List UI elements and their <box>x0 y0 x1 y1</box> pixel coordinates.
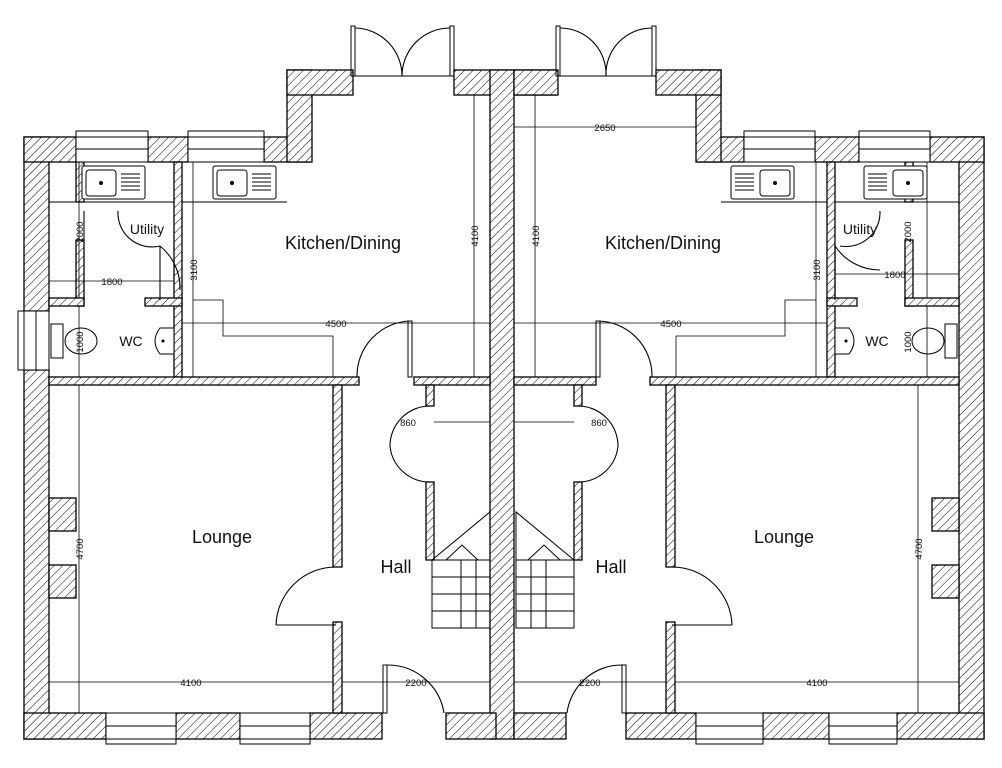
dimension-labels: 2000 1800 1000 3100 4500 4100 860 4700 4… <box>75 123 925 689</box>
left-outer-wall-upper <box>23 136 50 312</box>
left-outer-wall-lower <box>23 369 50 740</box>
dim-label: 4700 <box>75 538 86 559</box>
room-labels: Kitchen/Dining Utility WC Lounge Hall Ki… <box>119 221 888 577</box>
party-wall <box>489 69 515 740</box>
dim-label: 2200 <box>579 678 600 689</box>
room-label-utility: Utility <box>130 221 164 237</box>
dim-label: 860 <box>400 418 416 429</box>
chimney-breasts <box>48 497 960 599</box>
room-label-kitchen: Kitchen/Dining <box>605 233 721 253</box>
dimension-lines <box>49 95 959 713</box>
room-label-utility: Utility <box>843 221 877 237</box>
dim-label: 1000 <box>75 331 86 352</box>
doors <box>83 25 881 714</box>
room-label-hall: Hall <box>380 557 411 577</box>
room-label-wc: WC <box>119 333 142 349</box>
stairs <box>431 510 575 629</box>
dim-label: 2000 <box>903 221 914 242</box>
basin-icon <box>154 327 175 355</box>
dim-label: 2650 <box>594 123 615 134</box>
dim-label: 860 <box>591 418 607 429</box>
basin-icon <box>834 327 855 355</box>
left-house-walls <box>23 69 557 740</box>
room-label-lounge: Lounge <box>192 527 252 547</box>
room-label-lounge: Lounge <box>754 527 814 547</box>
dim-label: 4500 <box>325 319 346 330</box>
dim-label: 4500 <box>660 319 681 330</box>
room-label-kitchen: Kitchen/Dining <box>285 233 401 253</box>
sink-icon <box>863 165 928 200</box>
dim-label: 4100 <box>806 678 827 689</box>
dim-label: 4700 <box>914 538 925 559</box>
dim-label: 1000 <box>903 331 914 352</box>
sink-icon <box>212 165 277 200</box>
room-label-wc: WC <box>865 333 888 349</box>
dim-label: 4100 <box>180 678 201 689</box>
dim-label: 4100 <box>470 225 481 246</box>
dim-label: 1800 <box>884 270 905 281</box>
windows <box>17 130 931 745</box>
toilet-icon <box>911 323 958 359</box>
dim-label: 1800 <box>101 277 122 288</box>
sink-icon <box>81 165 146 200</box>
dim-label: 2200 <box>405 678 426 689</box>
dim-label: 2000 <box>75 221 86 242</box>
dim-label: 4100 <box>531 225 542 246</box>
dim-label: 3100 <box>189 259 200 280</box>
dim-label: 3100 <box>812 259 823 280</box>
fixtures <box>49 165 959 359</box>
toilet-icon <box>50 323 98 359</box>
sink-icon <box>730 165 795 200</box>
room-label-hall: Hall <box>595 557 626 577</box>
